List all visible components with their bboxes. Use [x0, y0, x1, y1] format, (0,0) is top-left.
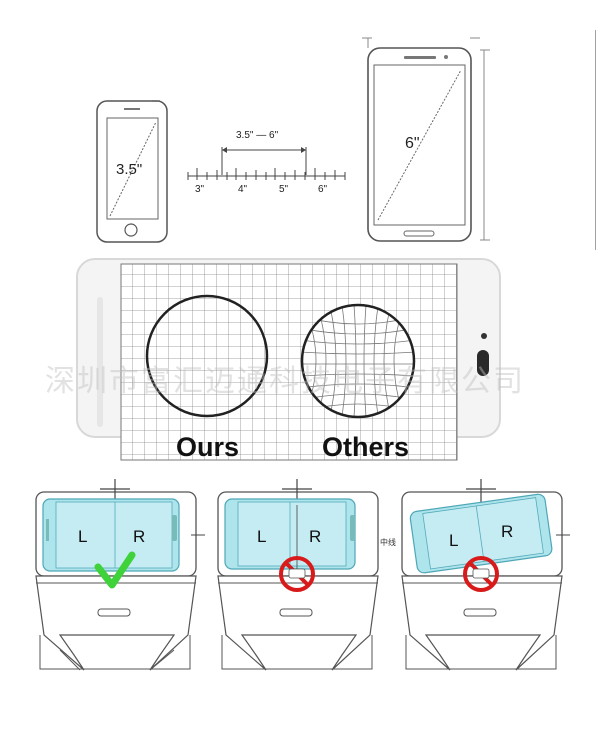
phone-size-diagram — [96, 30, 596, 250]
holder-correct — [35, 479, 205, 671]
others-label: Others — [322, 432, 410, 462]
size-range-label: 3.5" — 6" — [236, 130, 279, 141]
holder-diagrams — [35, 479, 570, 671]
left-eye-label: L — [257, 527, 267, 546]
right-eye-label: R — [501, 522, 514, 541]
size-ruler — [187, 147, 346, 180]
holder-incorrect-2 — [401, 479, 570, 671]
check-mark-icon — [94, 551, 136, 589]
large-phone — [362, 37, 490, 242]
ruler-tick-label: 4" — [238, 184, 248, 195]
ruler-tick-label: 3" — [195, 184, 205, 195]
large-size-label: 6" — [405, 135, 420, 152]
small-phone — [96, 100, 168, 243]
distortion-comparison — [76, 258, 501, 461]
center-line-label: 中线 — [380, 538, 396, 547]
ours-label: Ours — [176, 432, 240, 462]
prohibit-icon — [279, 556, 315, 592]
ruler-tick-label: 5" — [279, 184, 289, 195]
left-eye-label: L — [78, 527, 88, 546]
small-size-label: 3.5" — [116, 161, 143, 178]
undistorted-circle — [145, 294, 269, 418]
holder-incorrect-1 — [217, 479, 379, 671]
distorted-circle — [300, 303, 416, 419]
prohibit-icon — [463, 556, 499, 592]
right-eye-label: R — [309, 527, 322, 546]
ruler-tick-label: 6" — [318, 184, 328, 195]
right-eye-label: R — [133, 527, 146, 546]
left-eye-label: L — [449, 531, 459, 550]
watermark-text: 深圳市富汇迈通科技电子有限公司 — [45, 364, 525, 399]
